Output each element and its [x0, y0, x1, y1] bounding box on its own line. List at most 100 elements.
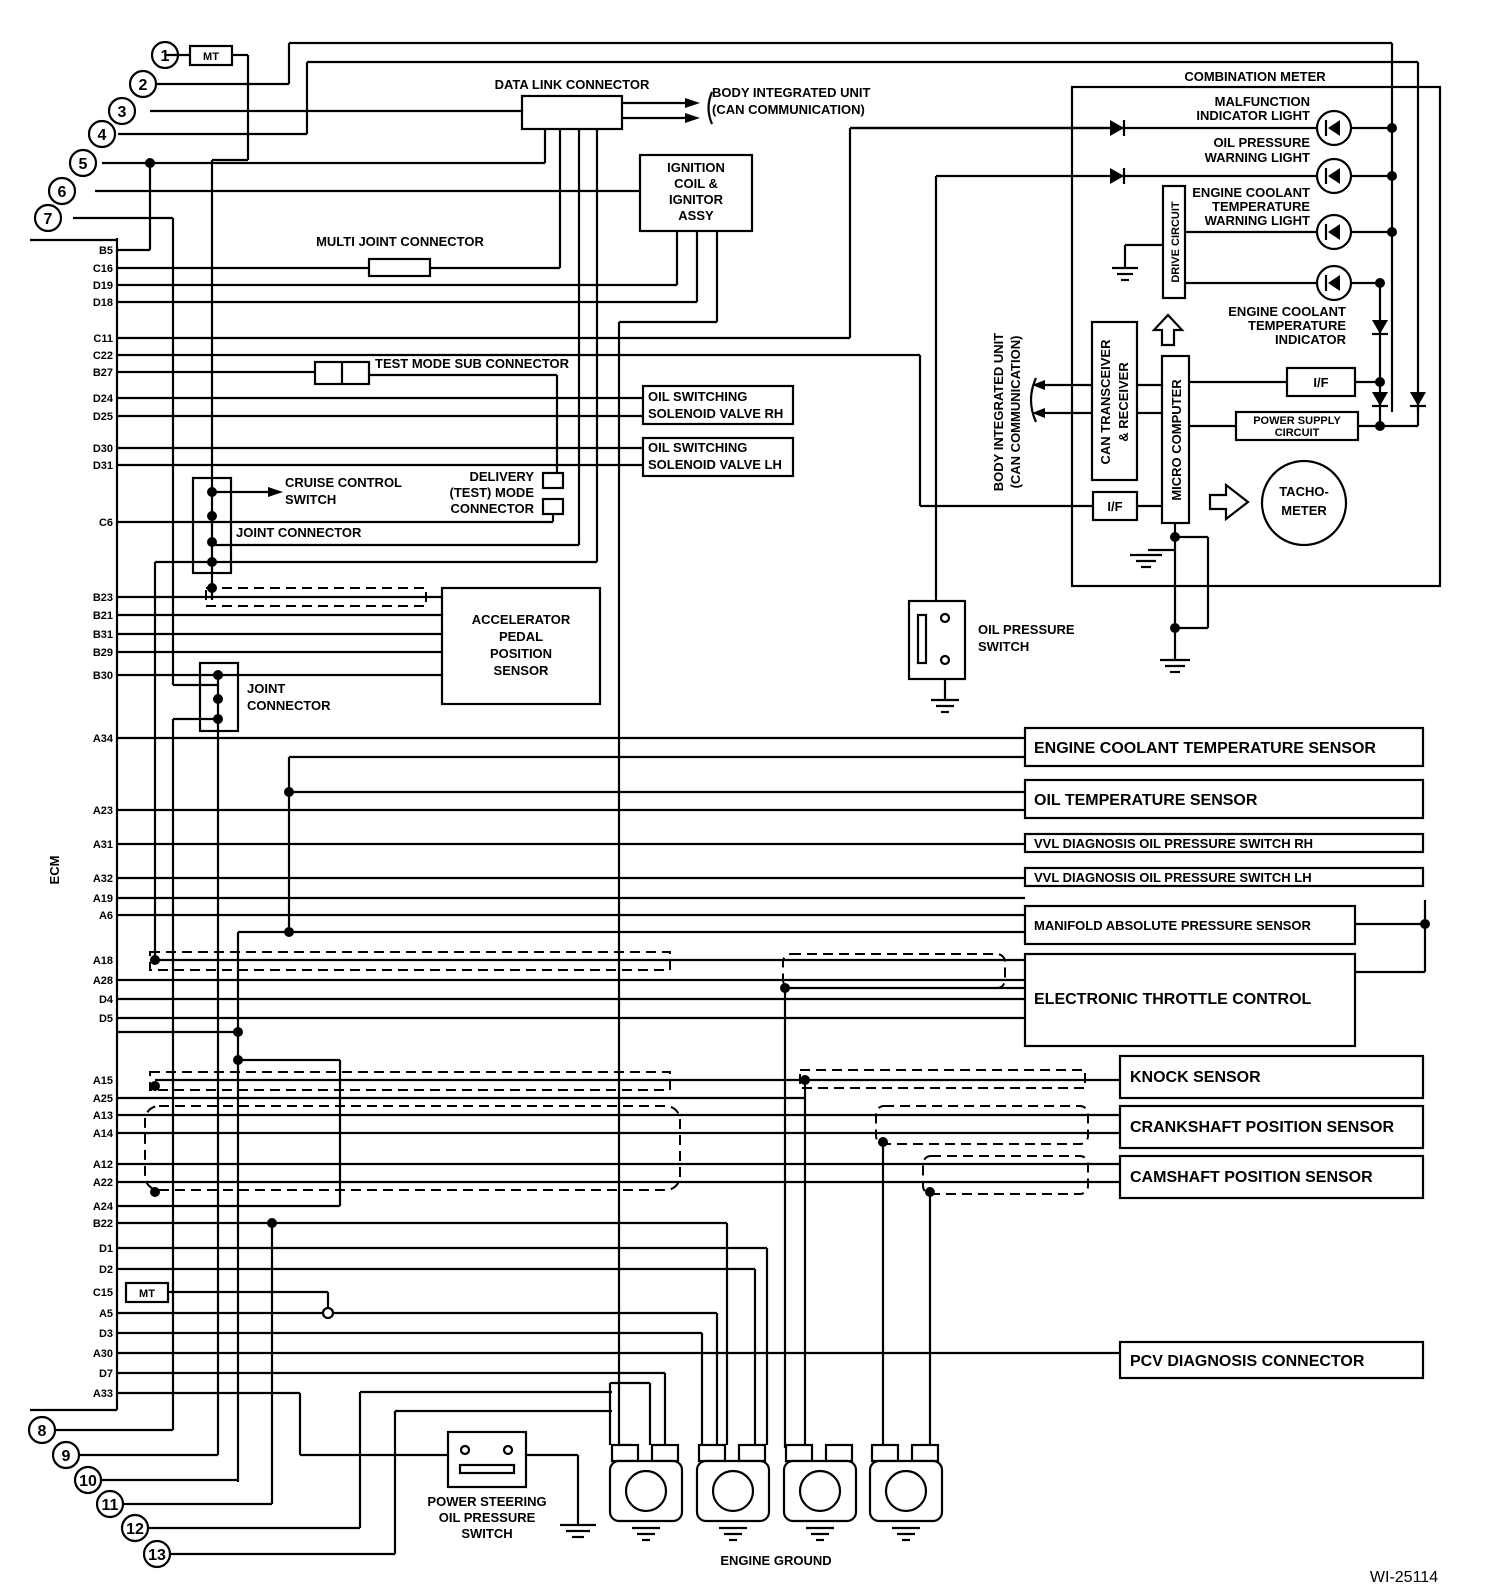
svg-text:TEMPERATURE: TEMPERATURE	[1212, 199, 1310, 214]
ecm-pin-c6: C6	[99, 517, 113, 529]
ecm-pin-a24: A24	[93, 1201, 114, 1213]
svg-text:CRANKSHAFT POSITION SENSOR: CRANKSHAFT POSITION SENSOR	[1130, 1119, 1394, 1136]
ecm-pin-a12: A12	[93, 1159, 113, 1171]
svg-text:CONNECTOR: CONNECTOR	[247, 698, 331, 713]
ecm-pin-a19: A19	[93, 893, 113, 905]
svg-text:MANIFOLD ABSOLUTE PRESSURE SEN: MANIFOLD ABSOLUTE PRESSURE SENSOR	[1034, 918, 1311, 933]
svg-text:12: 12	[126, 1521, 144, 1538]
svg-text:INDICATOR: INDICATOR	[1275, 332, 1347, 347]
ecm-pin-a31: A31	[93, 839, 113, 851]
oil-switching-solenoid-rh: OIL SWITCHING SOLENOID VALVE RH	[117, 384, 795, 426]
svg-text:& RECEIVER: & RECEIVER	[1116, 362, 1131, 442]
svg-text:WARNING LIGHT: WARNING LIGHT	[1205, 150, 1310, 165]
svg-text:1: 1	[161, 48, 170, 65]
vvl-oil-pressure-switch-rh: VVL DIAGNOSIS OIL PRESSURE SWITCH RH	[117, 832, 1425, 854]
svg-text:2: 2	[139, 77, 148, 94]
svg-text:I/F: I/F	[1313, 375, 1328, 390]
ecm-pin-labels: B5C16D19D18C11C22B27D24D25D30D31C6B23B21…	[93, 245, 114, 1400]
ignition-box	[638, 153, 754, 233]
svg-text:8: 8	[38, 1423, 47, 1440]
svg-text:DELIVERY: DELIVERY	[469, 469, 534, 484]
ecm-pin-a28: A28	[93, 975, 113, 987]
connector-circle-4: 4	[87, 119, 117, 149]
ecm-pin-a34: A34	[93, 733, 114, 745]
test-mode-sub-connector-label: TEST MODE SUB CONNECTOR	[375, 356, 570, 371]
ecm-pin-d24: D24	[93, 393, 114, 405]
svg-text:CRUISE CONTROL: CRUISE CONTROL	[285, 475, 402, 490]
svg-text:SWITCH: SWITCH	[285, 492, 336, 507]
crankshaft-position-sensor: CRANKSHAFT POSITION SENSOR	[117, 1104, 1425, 1445]
connector-circle-5: 5	[68, 148, 98, 178]
svg-text:SWITCH: SWITCH	[978, 639, 1029, 654]
svg-text:BODY INTEGRATED UNIT: BODY INTEGRATED UNIT	[991, 333, 1006, 491]
connector-circle-13: 13	[142, 1539, 172, 1569]
svg-text:INDICATOR LIGHT: INDICATOR LIGHT	[1196, 108, 1310, 123]
joint-connector-2: JOINT CONNECTOR	[171, 661, 331, 1455]
top-circle-wires: MT	[30, 41, 1420, 687]
ecm-pin-b29: B29	[93, 647, 113, 659]
data-link-connector-box	[520, 94, 624, 131]
ecm-pin-d25: D25	[93, 411, 113, 423]
connector-circle-6: 6	[47, 176, 77, 206]
engine-ground-connector-2	[695, 1443, 771, 1542]
svg-text:MALFUNCTION: MALFUNCTION	[1215, 94, 1310, 109]
svg-text:6: 6	[58, 184, 67, 201]
svg-text:OIL SWITCHING: OIL SWITCHING	[648, 440, 747, 455]
data-link-connector: DATA LINK CONNECTOR BODY INTEGRATED UNIT…	[117, 77, 870, 564]
ecm-pin-d19: D19	[93, 280, 113, 292]
svg-text:TEMPERATURE: TEMPERATURE	[1248, 318, 1346, 333]
mt-label-top: MT	[203, 51, 219, 63]
svg-text:VVL DIAGNOSIS OIL PRESSURE SWI: VVL DIAGNOSIS OIL PRESSURE SWITCH LH	[1034, 870, 1312, 885]
svg-text:ELECTRONIC THROTTLE CONTROL: ELECTRONIC THROTTLE CONTROL	[1034, 991, 1312, 1008]
engine-ground-label: ENGINE GROUND	[720, 1553, 831, 1568]
multi-joint-connector	[367, 257, 432, 278]
connector-circle-9: 9	[51, 1440, 81, 1470]
svg-text:JOINT CONNECTOR: JOINT CONNECTOR	[236, 525, 362, 540]
ecm-pin-a15: A15	[93, 1075, 113, 1087]
svg-text:9: 9	[62, 1448, 71, 1465]
ecm-pin-a32: A32	[93, 873, 113, 885]
ecm-pin-a23: A23	[93, 805, 113, 817]
oil-switching-solenoid-lh: OIL SWITCHING SOLENOID VALVE LH	[117, 436, 795, 478]
svg-text:DRIVE CIRCUIT: DRIVE CIRCUIT	[1170, 201, 1182, 283]
svg-text:POWER STEERING: POWER STEERING	[427, 1494, 546, 1509]
ecm-pin-a25: A25	[93, 1093, 113, 1105]
electronic-throttle-control: ELECTRONIC THROTTLE CONTROL	[117, 951, 1425, 1448]
svg-text:KNOCK SENSOR: KNOCK SENSOR	[1130, 1069, 1261, 1086]
ecm-pin-d30: D30	[93, 443, 113, 455]
svg-text:ACCELERATOR: ACCELERATOR	[472, 612, 571, 627]
ecm-pin-a18: A18	[93, 955, 113, 967]
ecm-pin-b22: B22	[93, 1218, 113, 1230]
ecm-pin-b5: B5	[99, 245, 113, 257]
ignition-coil-assy: IGNITION COIL & IGNITOR ASSY	[117, 153, 754, 1447]
svg-text:CAN TRANSCEIVER: CAN TRANSCEIVER	[1098, 339, 1113, 465]
mt-label-bottom: MT	[139, 1288, 155, 1300]
oil-temperature-sensor: OIL TEMPERATURE SENSOR	[117, 778, 1425, 820]
svg-text:CAMSHAFT POSITION SENSOR: CAMSHAFT POSITION SENSOR	[1130, 1169, 1373, 1186]
ecm-pin-d4: D4	[99, 994, 114, 1006]
can-comm-label-1: (CAN COMMUNICATION)	[712, 102, 865, 117]
svg-text:WARNING LIGHT: WARNING LIGHT	[1205, 213, 1310, 228]
engine-ground-connector-1	[608, 1443, 684, 1542]
svg-text:VVL DIAGNOSIS OIL PRESSURE SWI: VVL DIAGNOSIS OIL PRESSURE SWITCH RH	[1034, 836, 1313, 851]
svg-text:4: 4	[98, 127, 107, 144]
svg-text:COIL &: COIL &	[674, 176, 718, 191]
ecm-pin-d18: D18	[93, 297, 113, 309]
svg-text:TACHO-: TACHO-	[1279, 484, 1329, 499]
knock-sensor: KNOCK SENSOR	[117, 1027, 1425, 1448]
svg-text:10: 10	[79, 1473, 97, 1490]
svg-text:CIRCUIT: CIRCUIT	[1275, 427, 1320, 439]
svg-text:PCV DIAGNOSIS CONNECTOR: PCV DIAGNOSIS CONNECTOR	[1130, 1353, 1365, 1370]
ecm-pin-d7: D7	[99, 1368, 113, 1380]
svg-text:SOLENOID VALVE LH: SOLENOID VALVE LH	[648, 457, 782, 472]
ecm-pin-c16: C16	[93, 263, 113, 275]
ecm-pin-a13: A13	[93, 1110, 113, 1122]
svg-text:PEDAL: PEDAL	[499, 629, 543, 644]
manifold-absolute-pressure-sensor: MANIFOLD ABSOLUTE PRESSURE SENSOR	[117, 896, 1430, 1482]
svg-text:13: 13	[148, 1547, 166, 1564]
engine-ground-connector-4	[868, 1443, 944, 1542]
joint-connector-1: CRUISE CONTROL SWITCH JOINT CONNECTOR	[117, 475, 553, 960]
svg-text:11: 11	[102, 1497, 119, 1514]
pcv-diagnosis-connector: PCV DIAGNOSIS CONNECTOR	[1118, 1340, 1425, 1380]
